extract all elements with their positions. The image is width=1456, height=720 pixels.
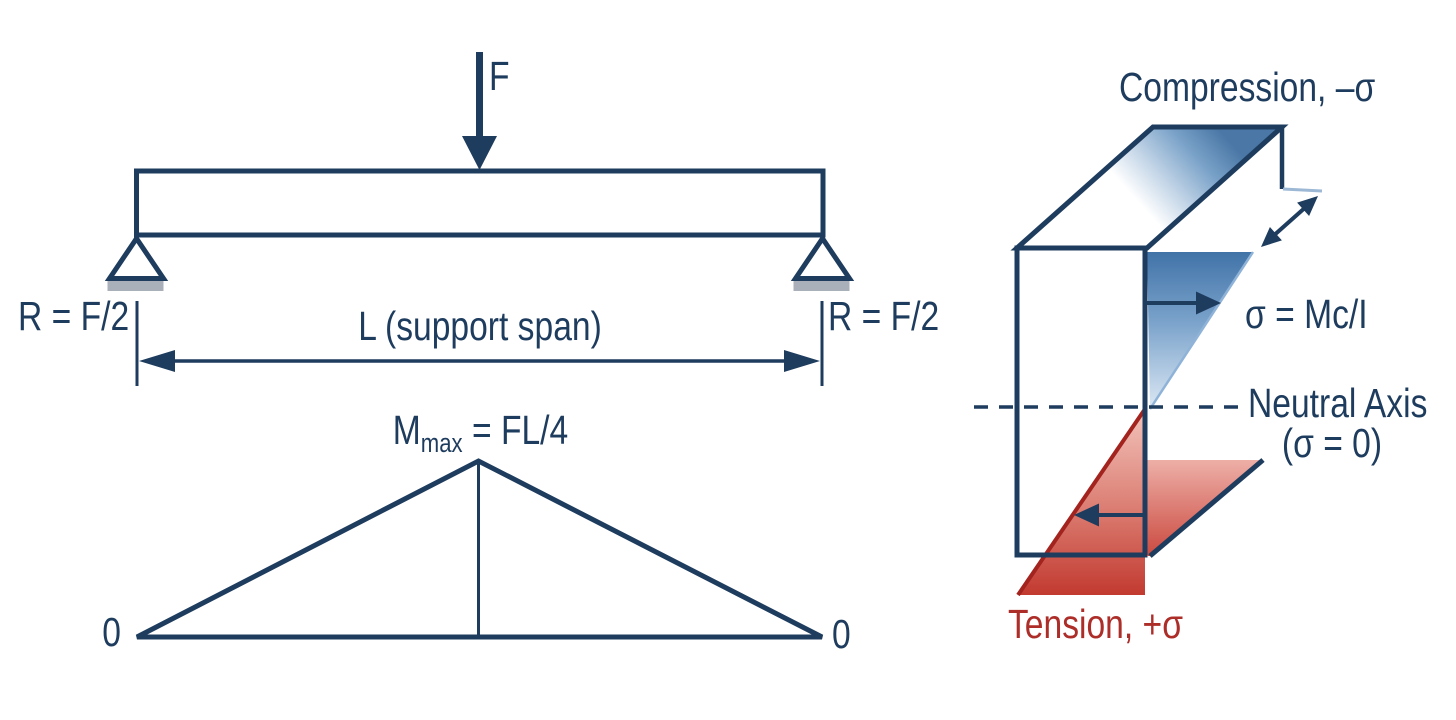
compression-top-face bbox=[1010, 124, 1289, 251]
depth-double-arrow bbox=[1261, 196, 1318, 247]
moment-triangle bbox=[135, 458, 824, 640]
span-label: L (support span) bbox=[358, 303, 602, 349]
compression-stress-wedge bbox=[1147, 251, 1255, 410]
tension-label: Tension, +σ bbox=[1008, 601, 1183, 647]
tension-bottom-face bbox=[1147, 458, 1265, 558]
neutral-axis-label: Neutral Axis bbox=[1248, 380, 1428, 426]
force-label: F bbox=[489, 53, 510, 99]
neutral-axis-sub-label: (σ = 0) bbox=[1281, 420, 1383, 466]
max-moment-prefix: M bbox=[392, 407, 421, 453]
left-support bbox=[104, 234, 169, 291]
max-moment-subscript: max bbox=[420, 428, 463, 458]
beam-load-diagram bbox=[104, 52, 855, 386]
compression-label: Compression, –σ bbox=[1119, 64, 1376, 110]
moment-left-zero-label: 0 bbox=[102, 609, 121, 655]
right-reaction-label: R = F/2 bbox=[828, 293, 940, 339]
beam bbox=[134, 168, 826, 238]
moment-right-zero-label: 0 bbox=[832, 611, 851, 657]
left-reaction-label: R = F/2 bbox=[18, 293, 130, 339]
max-moment-label: Mmax = FL/4 bbox=[376, 410, 585, 457]
right-support bbox=[790, 234, 855, 291]
tension-stress-arrow bbox=[1074, 503, 1143, 527]
force-arrow bbox=[462, 52, 497, 170]
span-dimension-arrow bbox=[139, 350, 820, 372]
stress-distribution-diagram bbox=[974, 124, 1323, 597]
max-moment-value: = FL/4 bbox=[462, 407, 569, 453]
back-step-thin-edge bbox=[1282, 187, 1323, 193]
stress-formula-label: σ = Mc/I bbox=[1245, 291, 1368, 337]
moment-diagram bbox=[135, 458, 824, 640]
compression-stress-arrow bbox=[1147, 291, 1221, 315]
tension-stress-wedge bbox=[1016, 407, 1147, 597]
